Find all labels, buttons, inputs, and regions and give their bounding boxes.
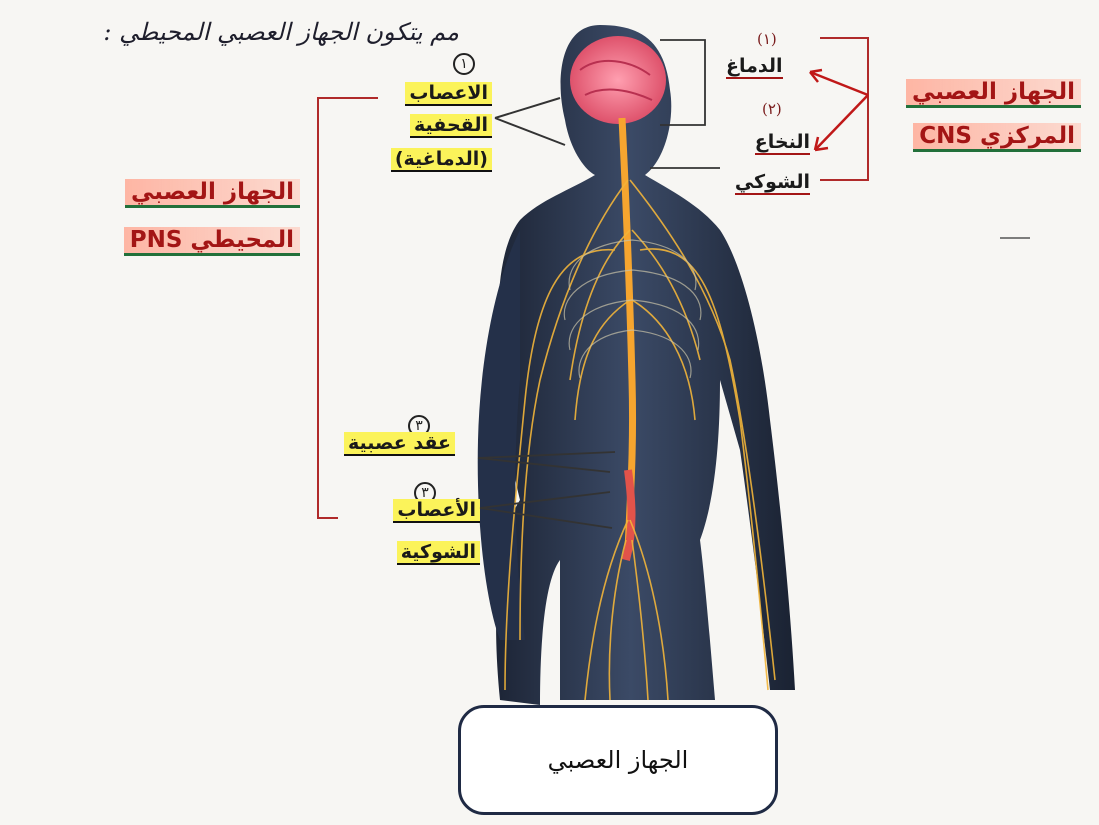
ganglia-text: عقد عصبية: [344, 432, 455, 456]
cranial-nerves-label: الاعصاب القحفية (الدماغية): [392, 78, 492, 176]
cranial-nerves-line3: (الدماغية): [391, 148, 492, 172]
cranial-nerves-line2: القحفية: [410, 114, 492, 138]
spinal-cord-line2: الشوكي: [735, 171, 810, 195]
caption-text: الجهاز العصبي: [548, 746, 689, 774]
brain-label: الدماغ: [726, 55, 783, 77]
pns-line1: الجهاز العصبي: [125, 179, 300, 208]
cns-line1: الجهاز العصبي: [906, 79, 1081, 108]
brain-shape: [570, 36, 666, 124]
spinal-nerves-line2: الشوكية: [397, 541, 480, 565]
pns-label: الجهاز العصبي المحيطي PNS: [70, 168, 300, 264]
marker-spinal-cord: (٢): [762, 100, 782, 118]
handwritten-heading: مم يتكون الجهاز العصبي المحيطي :: [103, 18, 459, 46]
marker-brain: (١): [757, 30, 777, 48]
pns-line2: المحيطي PNS: [124, 227, 300, 256]
cns-line2: المركزي CNS: [913, 123, 1081, 152]
ganglia-label: عقد عصبية: [344, 432, 455, 454]
brain-text: الدماغ: [726, 55, 783, 79]
spinal-cord-label: النخاع الشوكي: [722, 122, 810, 202]
marker-1: ١: [453, 53, 475, 75]
spinal-nerves-label: الأعصاب الشوكية: [370, 488, 480, 572]
cns-label: الجهاز العصبي المركزي CNS: [876, 70, 1081, 158]
spinal-cord-line1: النخاع: [755, 131, 810, 155]
caption-box: الجهاز العصبي: [458, 705, 778, 815]
cranial-nerves-line1: الاعصاب: [405, 82, 492, 106]
spinal-nerves-line1: الأعصاب: [393, 499, 480, 523]
